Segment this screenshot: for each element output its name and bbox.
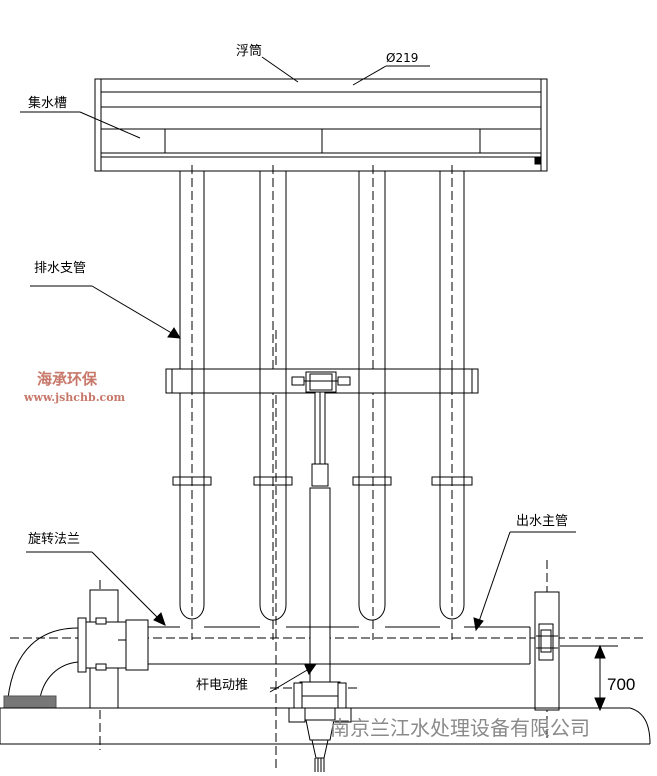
collector-trough: [100, 128, 542, 165]
height-dimension-label: 700: [607, 675, 636, 694]
height-dimension: [560, 644, 618, 712]
electric-actuator: [288, 391, 352, 772]
diameter-label: Ø219: [386, 51, 419, 65]
elbow-pipe: [3, 627, 79, 709]
brand-url: www.jshchb.com: [24, 391, 126, 404]
main-outlet-label: 出水主管: [516, 514, 569, 529]
float-tube: [94, 78, 548, 172]
branch-pipe-label: 排水支管: [34, 261, 87, 276]
support-bracket: [165, 368, 479, 394]
leader-lines: [20, 56, 576, 693]
float-tube-label: 浮筒: [236, 44, 263, 59]
right-support: [534, 591, 560, 711]
tank-base: [0, 707, 651, 745]
brand-name: 海承环保: [37, 370, 98, 388]
main-outlet-pipe: [148, 626, 531, 665]
watermark-text: 南京兰江水处理设备有限公司: [330, 716, 590, 740]
collector-label: 集水槽: [28, 96, 68, 111]
actuator-label: 杆电动推: [196, 678, 249, 693]
rotary-flange: [77, 589, 149, 709]
rotary-flange-label: 旋转法兰: [28, 532, 81, 547]
